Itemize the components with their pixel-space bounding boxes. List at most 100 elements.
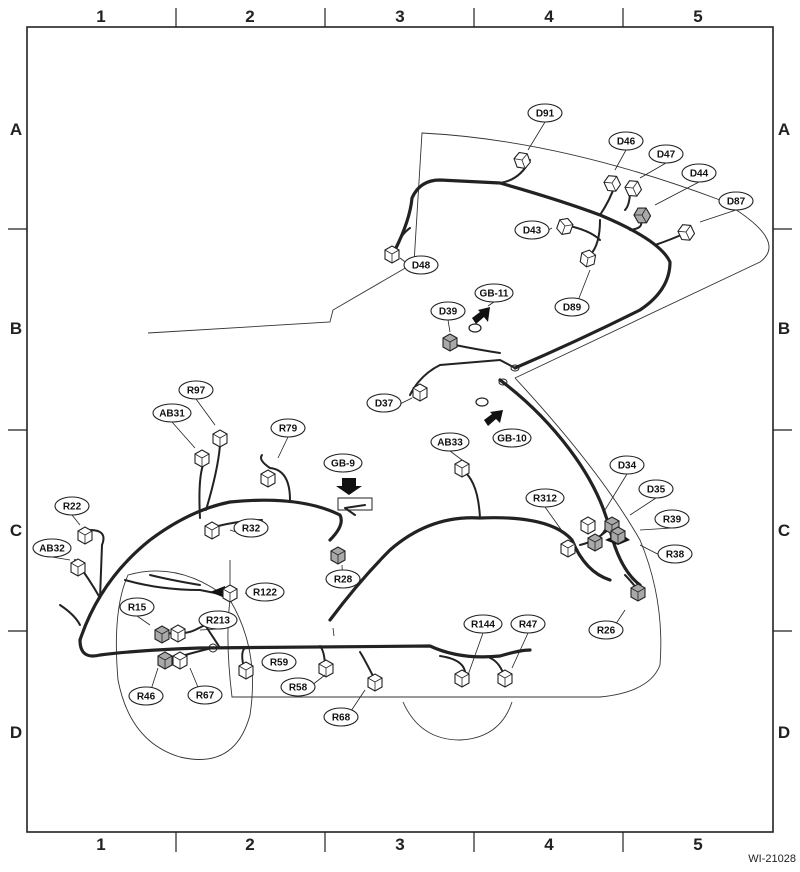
label-text-ab32: AB32	[39, 544, 65, 555]
connector-r67	[172, 651, 188, 670]
label-text-r38: R38	[666, 550, 685, 561]
label-text-gb-9: GB-9	[331, 459, 355, 470]
leader-line-r15	[136, 615, 151, 626]
label-text-r46: R46	[137, 692, 156, 703]
grid-row-label: D	[10, 723, 22, 742]
connector-r58	[318, 659, 334, 678]
leader-line-r144	[467, 632, 484, 676]
leader-line-r312	[544, 506, 566, 536]
label-ab33: AB33	[430, 432, 470, 452]
grid-column-label: 3	[395, 7, 404, 26]
label-text-r144: R144	[471, 620, 495, 631]
label-ab32: AB32	[32, 538, 72, 558]
grid-row-label: A	[778, 120, 790, 139]
label-text-d44: D44	[690, 169, 709, 180]
label-d43: D43	[514, 220, 550, 240]
connector-r122	[222, 584, 238, 603]
grid-row-label: A	[10, 120, 22, 139]
figure-id: WI-21028	[748, 853, 796, 865]
label-text-d46: D46	[617, 137, 636, 148]
label-r79: R79	[270, 418, 306, 438]
grid-row-label: C	[10, 521, 22, 540]
grid-row-label: B	[10, 319, 22, 338]
label-text-r68: R68	[332, 713, 351, 724]
label-text-r59: R59	[270, 658, 289, 669]
label-text-d91: D91	[536, 109, 555, 120]
label-r32: R32	[233, 518, 269, 538]
label-text-d37: D37	[375, 399, 394, 410]
label-r58: R58	[280, 677, 316, 697]
leader-line-r97	[195, 398, 216, 426]
connector-d43	[556, 217, 574, 236]
leader-line-ab31	[171, 421, 196, 449]
label-d39: D39	[430, 301, 466, 321]
label-gb-9: GB-9	[323, 453, 363, 473]
label-text-d35: D35	[647, 485, 666, 496]
label-r46: R46	[128, 686, 164, 706]
label-d35: D35	[638, 479, 674, 499]
label-text-d34: D34	[618, 461, 637, 472]
leader-line-r79	[277, 436, 289, 459]
label-r97: R97	[178, 380, 214, 400]
connector-r59	[238, 661, 254, 680]
label-d46: D46	[608, 131, 644, 151]
connector-r79	[260, 469, 276, 488]
connector-d48	[384, 245, 400, 264]
grid-column-label: 3	[395, 835, 404, 854]
label-r28: R28	[325, 569, 361, 589]
label-r213: R213	[198, 610, 238, 630]
leader-line-d44	[654, 181, 700, 206]
leader-line-d46	[614, 149, 627, 171]
label-text-r47: R47	[519, 620, 538, 631]
label-text-gb-10: GB-10	[497, 434, 527, 445]
connector-r39	[610, 526, 626, 545]
label-text-d89: D89	[563, 303, 582, 314]
label-r122: R122	[245, 582, 285, 602]
label-d91: D91	[527, 103, 563, 123]
connector-r312	[560, 539, 576, 558]
label-text-d47: D47	[657, 150, 676, 161]
connector-d39	[442, 333, 458, 352]
grid-column-label: 1	[96, 7, 105, 26]
grid-row-label: B	[778, 319, 790, 338]
connector-r22	[77, 526, 93, 545]
label-r68: R68	[323, 707, 359, 727]
leader-line-gb-11	[487, 301, 495, 307]
label-r15: R15	[119, 597, 155, 617]
connector-d87	[677, 224, 696, 241]
grid-ticks	[8, 8, 792, 852]
label-r67: R67	[187, 685, 223, 705]
label-r26: R26	[588, 620, 624, 640]
label-d44: D44	[681, 163, 717, 183]
label-d34: D34	[609, 455, 645, 475]
connector-r213	[170, 624, 186, 643]
label-text-r28: R28	[334, 575, 353, 586]
grid-row-label: C	[778, 521, 790, 540]
leader-line-d87	[699, 209, 737, 223]
label-text-ab31: AB31	[159, 409, 185, 420]
label-text-d48: D48	[412, 261, 431, 272]
connector-d44	[633, 207, 652, 224]
label-d47: D47	[648, 144, 684, 164]
label-text-r15: R15	[128, 603, 147, 614]
leader-line-d47	[639, 162, 667, 179]
leader-line-d39	[447, 319, 451, 333]
label-text-r58: R58	[289, 683, 308, 694]
label-ab31: AB31	[152, 403, 192, 423]
label-gb-11: GB-11	[474, 283, 514, 303]
label-d89: D89	[554, 297, 590, 317]
wire-harness	[59, 159, 689, 681]
leader-line-r22	[71, 514, 81, 526]
connector-labels: D91D46D47D44D87D43D48D89D39GB-11D37GB-10…	[32, 103, 754, 727]
label-text-gb-11: GB-11	[480, 289, 509, 300]
connector-r26	[630, 583, 646, 602]
label-text-r79: R79	[279, 424, 298, 435]
label-text-d39: D39	[439, 307, 458, 318]
grid-column-label: 4	[544, 835, 554, 854]
label-text-r39: R39	[663, 515, 682, 526]
connector-d46	[603, 175, 622, 192]
connector-d89	[579, 249, 597, 268]
connector-d37	[412, 383, 428, 402]
connector-r32	[204, 521, 220, 540]
